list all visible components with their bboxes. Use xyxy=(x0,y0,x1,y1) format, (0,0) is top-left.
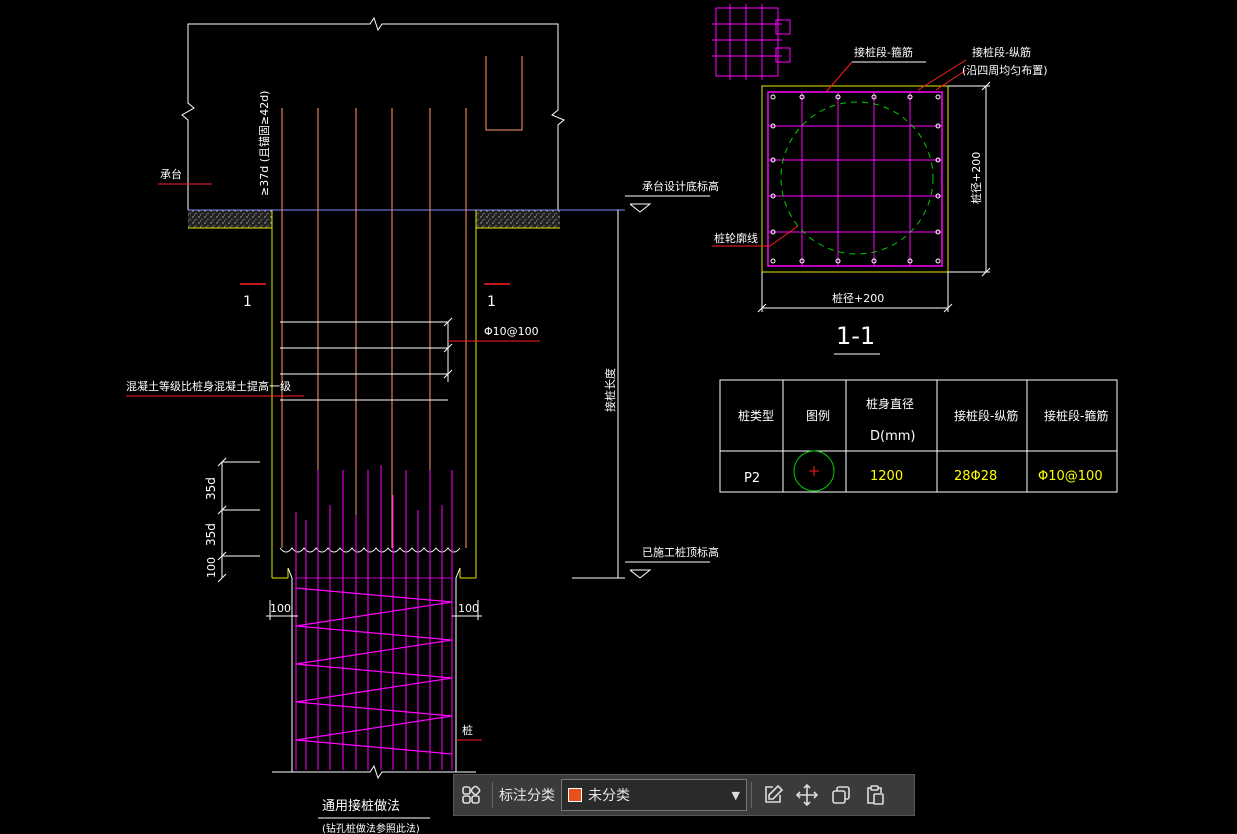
dim-100-right: 100 xyxy=(458,602,479,615)
label-stirrup: Φ10@100 xyxy=(484,325,539,338)
table-header-diameter-unit: D(mm) xyxy=(870,429,915,444)
method-subtitle: (钻孔桩做法参照此法) xyxy=(322,822,420,834)
table-cell-diameter: 1200 xyxy=(870,469,903,484)
grid-icon[interactable] xyxy=(454,778,488,812)
dim-35d-upper: 35d xyxy=(204,477,218,500)
annotation-category-select[interactable]: 未分类 ▼ xyxy=(561,779,747,811)
table-header-stirrup: 接桩段-箍筋 xyxy=(1044,408,1108,423)
section-mark-left: 1 xyxy=(243,294,252,310)
annotation-toolbar: 标注分类 未分类 ▼ xyxy=(453,774,915,816)
label-existing-top: 已施工桩顶标高 xyxy=(642,545,719,559)
table-header-legend: 图例 xyxy=(806,409,830,423)
sec-label-longbar-note: (沿四周均匀布置) xyxy=(962,64,1048,77)
label-anchorage: ≥37d (且锚固≥42d) xyxy=(257,91,271,196)
table-header-type: 桩类型 xyxy=(738,408,774,423)
rebar-detail-icon xyxy=(712,4,791,80)
label-pile: 桩 xyxy=(462,723,473,737)
section-rebar-dots xyxy=(770,94,941,264)
pile-table: 桩类型 图例 桩身直径 D(mm) 接桩段-纵筋 接桩段-箍筋 P2 1200 … xyxy=(719,379,1118,493)
label-pile-length: 接桩长度 xyxy=(603,368,617,412)
chevron-down-icon: ▼ xyxy=(731,788,740,802)
dim-100-vertical: 100 xyxy=(205,557,218,578)
table-cell-type: P2 xyxy=(744,471,760,486)
sec-label-longbar: 接桩段-纵筋 xyxy=(972,45,1031,59)
table-cell-stirrup: Φ10@100 xyxy=(1038,469,1103,484)
elevation-view: 承台 ≥37d (且锚固≥42d) 1 1 Φ10@100 混凝土等级比桩身混凝… xyxy=(126,16,719,834)
cap-bedding-left xyxy=(188,210,272,228)
copy-icon[interactable] xyxy=(824,778,858,812)
category-color-swatch xyxy=(568,788,582,802)
table-cell-legend xyxy=(793,450,835,492)
sec-label-pile-outline: 桩轮廓线 xyxy=(714,231,758,245)
method-title: 通用接桩做法 xyxy=(322,798,400,814)
interface-wave xyxy=(279,547,461,553)
edit-icon[interactable] xyxy=(756,778,790,812)
sec-dim-bottom: 桩径+200 xyxy=(832,291,884,305)
sec-label-stirrup: 接桩段-箍筋 xyxy=(854,45,913,59)
extension-stirrups xyxy=(280,321,448,401)
table-cell-longbar: 28Φ28 xyxy=(954,469,997,484)
annotation-category-label: 标注分类 xyxy=(499,788,555,804)
table-header-longbar: 接桩段-纵筋 xyxy=(954,408,1018,423)
sec-dim-right: 桩径+200 xyxy=(969,152,983,204)
toolbar-divider xyxy=(492,782,493,808)
section-outline xyxy=(761,85,949,273)
dim-35d-lower: 35d xyxy=(204,523,218,546)
section-title: 1-1 xyxy=(836,322,875,350)
section-mark-right: 1 xyxy=(487,294,496,310)
cap-bedding-right xyxy=(476,210,560,228)
label-concrete-grade: 混凝土等级比桩身混凝土提高一级 xyxy=(126,379,291,393)
pile-outline-circle xyxy=(780,101,934,255)
cap-outline xyxy=(181,16,565,210)
section-view: 接桩段-箍筋 接桩段-纵筋 (沿四周均匀布置) 桩轮廓线 桩径+200 桩径+2… xyxy=(712,45,1048,355)
cap-hook xyxy=(485,56,523,131)
extension-longitudinal-bars xyxy=(281,108,467,548)
existing-pile-bars xyxy=(295,465,453,770)
move-icon[interactable] xyxy=(790,778,824,812)
dim-100-left: 100 xyxy=(270,602,291,615)
spiral-stirrup xyxy=(295,587,453,755)
label-cap-bottom: 承台设计底标高 xyxy=(642,179,719,193)
category-select-value: 未分类 xyxy=(588,788,630,804)
label-cap: 承台 xyxy=(160,167,182,181)
toolbar-divider xyxy=(751,782,752,808)
paste-icon[interactable] xyxy=(858,778,892,812)
table-header-diameter: 桩身直径 xyxy=(866,396,914,411)
